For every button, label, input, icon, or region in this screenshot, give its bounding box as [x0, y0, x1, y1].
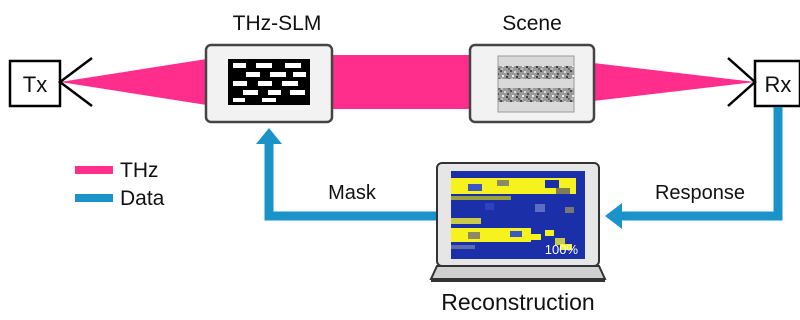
progress-text: 100%	[545, 242, 579, 257]
response-label: Response	[655, 182, 745, 204]
slm-mask-pixels	[233, 63, 306, 102]
mask-arrowhead	[256, 128, 282, 144]
reconstruction-computer: 100%	[429, 162, 607, 282]
tx-horn-antenna	[57, 57, 93, 107]
keyboard-base	[429, 265, 607, 280]
response-arrowhead	[605, 203, 622, 229]
scene-image	[497, 55, 575, 113]
response-arrow: Response	[605, 107, 783, 229]
scene: Scene	[468, 12, 596, 124]
tx-box	[8, 59, 62, 108]
keyboard-edge	[431, 279, 605, 282]
reconstruction-caption: Reconstruction	[441, 289, 594, 315]
receiver: Rx	[727, 57, 800, 108]
legend-thz-label: THz	[120, 159, 159, 182]
scene-texture-bottom	[498, 88, 574, 102]
mask-label: Mask	[328, 182, 377, 204]
transmitter: Tx	[8, 57, 93, 108]
rx-label: Rx	[765, 72, 792, 97]
mask-arrow-line	[264, 144, 437, 221]
thz-slm: THz-SLM	[204, 12, 334, 124]
response-arrow-line	[622, 107, 783, 221]
scene-texture-top	[498, 66, 574, 79]
slm-label: THz-SLM	[233, 12, 322, 35]
rx-horn-antenna	[727, 57, 757, 107]
mask-arrow: Mask	[256, 128, 437, 221]
scene-label: Scene	[502, 12, 562, 35]
rx-box	[753, 59, 800, 108]
legend-data-label: Data	[120, 187, 165, 210]
legend: THz Data	[75, 159, 165, 210]
thz-beam	[60, 55, 755, 109]
reconstruction-image	[451, 178, 576, 250]
tx-label: Tx	[23, 72, 47, 97]
